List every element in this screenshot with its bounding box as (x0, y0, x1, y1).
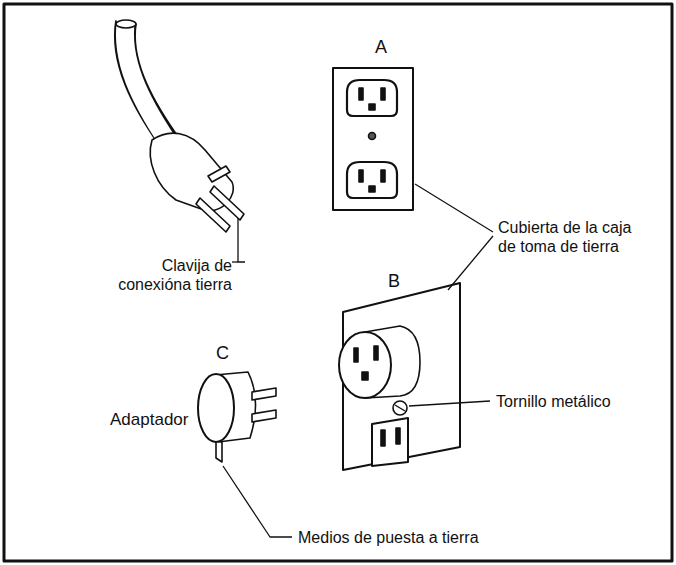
outlet-a (333, 68, 413, 210)
grounded-plug (116, 20, 245, 262)
adapter (198, 372, 276, 462)
leader-lines (223, 184, 493, 537)
part-label: Cubierta de la caja de toma de tierra (498, 218, 638, 256)
callout-letter: C (216, 344, 236, 363)
frame (4, 4, 672, 561)
part-label: Adaptador (110, 410, 200, 429)
callout-letter: A (375, 38, 395, 57)
part-label: Clavija de conexióna tierra (110, 256, 232, 294)
part-label: Tornillo metálico (496, 392, 656, 411)
callout-letter: B (388, 272, 408, 291)
part-label: Medios de puesta a tierra (298, 528, 558, 547)
outlet-b (339, 283, 460, 470)
